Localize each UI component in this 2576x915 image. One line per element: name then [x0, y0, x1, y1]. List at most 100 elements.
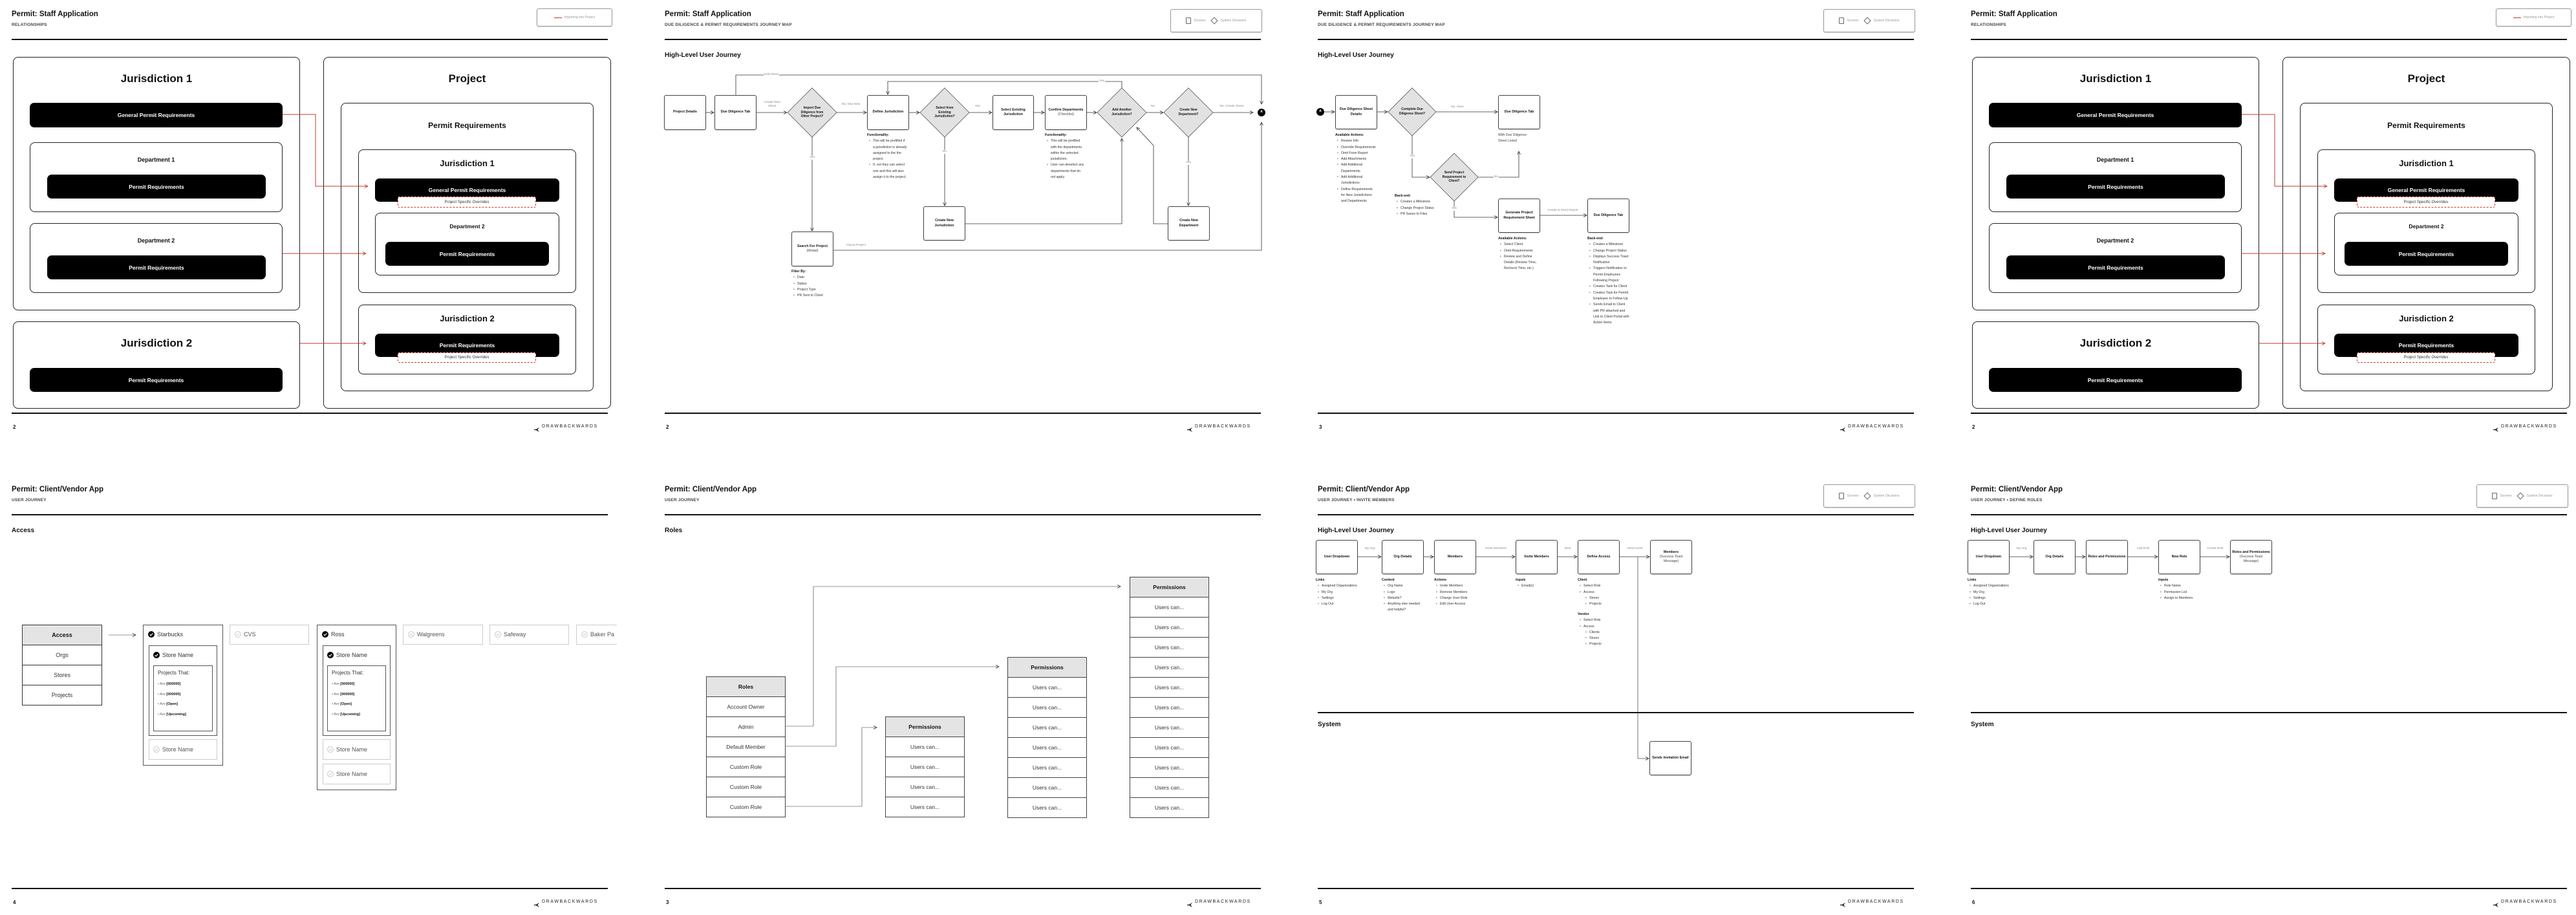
note-item: If, not they can select one and this wil…: [869, 162, 907, 180]
store-card: [323, 739, 391, 760]
store-name: Store Name: [336, 652, 368, 658]
note-item: Creates Task for Client: [1589, 284, 1631, 290]
note-item: This will be prefilled if a jurisdiction…: [869, 138, 907, 162]
roles-table-row: Custom Role: [706, 777, 786, 797]
import-arrow: [2242, 114, 2327, 186]
roles-table-row: Custom Role: [706, 797, 786, 817]
org-name: Walgreens: [417, 631, 445, 638]
project-criterion: • Are [Upcoming]: [158, 710, 208, 720]
note-heading: Functionality:: [867, 133, 890, 137]
criterion-bullet: •: [332, 682, 334, 686]
note-item: Anything else needed and helpful?: [1384, 601, 1424, 614]
note-item: Invite Members: [1436, 583, 1477, 590]
page-number: 3: [1319, 424, 1322, 430]
note-block: InputsEmail(s): [1516, 577, 1558, 590]
footer-divider: [1318, 888, 1914, 889]
org-checkbox[interactable]: Walgreens: [408, 631, 445, 638]
note-list: Select ClientOmit RequirementsReview and…: [1498, 242, 1540, 272]
brand-logo-icon: [1187, 899, 1193, 908]
note-heading: Available Actions:: [1335, 133, 1364, 137]
note-item: Creates a Milestone: [1589, 242, 1631, 248]
import-line-icon: [2513, 17, 2521, 18]
store-checkbox[interactable]: Store Name: [153, 652, 193, 658]
store-name: Store Name: [336, 771, 368, 777]
note-item: My Org: [1318, 590, 1358, 596]
note-block: Back-end:Creates a MilestoneChange Proje…: [1395, 193, 1441, 217]
general-permit-requirements: General Permit Requirements: [30, 103, 283, 127]
project-specific-overrides: Project Specific Overrides: [2357, 197, 2495, 208]
criterion-prefix: Are: [334, 702, 339, 706]
projects-heading: Projects That:: [332, 670, 364, 676]
decision-label: Send Project Requirement to Client?: [1442, 170, 1466, 184]
permit-requirements-bar: Permit Requirements: [1989, 368, 2242, 392]
criterion-prefix: Are: [334, 712, 339, 716]
connector-layer: [2010, 475, 2576, 915]
project-criterion: • Are [000000]: [332, 680, 381, 690]
note-item: Change User Role: [1436, 596, 1477, 602]
journey-node: Roles and Permissions: [2086, 540, 2128, 574]
permissions-table-header: Permissions: [1130, 577, 1209, 597]
permissions-table-row: Users can...: [1007, 757, 1087, 778]
store-checkbox[interactable]: Store Name: [327, 771, 367, 777]
edge-label: Send Invite: [1626, 546, 1644, 552]
jurisdiction-title: Jurisdiction 2: [120, 337, 193, 349]
org-name: CVS: [244, 631, 256, 638]
edge-label: No: [941, 149, 948, 155]
org-checkbox[interactable]: Starbucks: [148, 631, 183, 638]
decision-select-existing-jurisdiction-shape: [919, 87, 970, 138]
org-checkbox[interactable]: Ross: [322, 631, 345, 638]
note-heading: Inputs: [2158, 578, 2169, 582]
note-block: ContentOrg NameLogoWebsite?Anything else…: [1382, 577, 1424, 614]
note-list: Select RoleAccess: [1578, 583, 1620, 596]
note-sublist: ClientsStoresProjects: [1578, 630, 1620, 648]
brand-logo-text: DRAWBACKWARDS: [1195, 899, 1251, 904]
org-checkbox[interactable]: Safeway: [495, 631, 526, 638]
connector-arrow: [833, 122, 1261, 251]
node-label: Members: [1663, 550, 1679, 554]
edge-label: Create New Sheet: [761, 100, 783, 109]
permissions-table-row: Users can...: [1130, 657, 1209, 678]
note-item: User can deselect any departments that d…: [1047, 162, 1085, 180]
connector-marker-a: A: [1260, 110, 1263, 114]
menu-item-access: Access: [22, 625, 102, 645]
footer-divider: [12, 413, 608, 414]
jurisdiction-title: Jurisdiction 2: [2399, 314, 2454, 323]
connector-arrow: [1637, 557, 1649, 759]
note-item: Project Type: [793, 287, 837, 294]
footer-divider: [12, 888, 608, 889]
department-title: Department 2: [137, 237, 175, 244]
permissions-table-row: Users can...: [885, 757, 965, 777]
due-diligence-tab-note: With Due Diligence Sheet Listed: [1498, 133, 1527, 144]
journey-node: New Role: [2158, 540, 2200, 574]
store-checkbox[interactable]: Store Name: [327, 746, 367, 753]
note-heading: Actions: [1434, 578, 1447, 582]
jurisdiction-title: Jurisdiction 1: [2399, 158, 2454, 168]
slide-subtitle: RELATIONSHIPS: [12, 23, 47, 27]
note-block: Back-end:Creates a MilestoneChange Proje…: [1587, 236, 1631, 326]
org-checkbox[interactable]: CVS: [235, 631, 256, 638]
permissions-table-row: Users can...: [885, 737, 965, 757]
slide-title: Permit: Client/Vendor App: [1971, 486, 2063, 493]
connector-arrow: [1411, 136, 1430, 177]
connector-arrow: [965, 138, 1122, 224]
criterion-value: [Open]: [166, 702, 178, 706]
store-checkbox[interactable]: Store Name: [327, 652, 367, 658]
screen-shape-icon: [1186, 17, 1192, 24]
note-block: VendorSelect RoleAccessClientsStoresProj…: [1578, 612, 1620, 648]
note-item: Omit Requirements: [1500, 248, 1540, 255]
brand-logo-icon: [534, 424, 540, 433]
node-create-new-department: Create New Department: [1168, 206, 1210, 241]
note-item: Settings: [1970, 596, 2010, 602]
section-heading: High-Level User Journey: [1971, 527, 2047, 534]
node-label: Define Jurisdiction: [872, 110, 904, 114]
org-checkbox[interactable]: Baker Pa: [581, 631, 614, 638]
slide-title: Permit: Client/Vendor App: [665, 486, 757, 493]
permissions-table-header: Permissions: [1007, 657, 1087, 678]
store-checkbox[interactable]: Store Name: [153, 746, 193, 753]
